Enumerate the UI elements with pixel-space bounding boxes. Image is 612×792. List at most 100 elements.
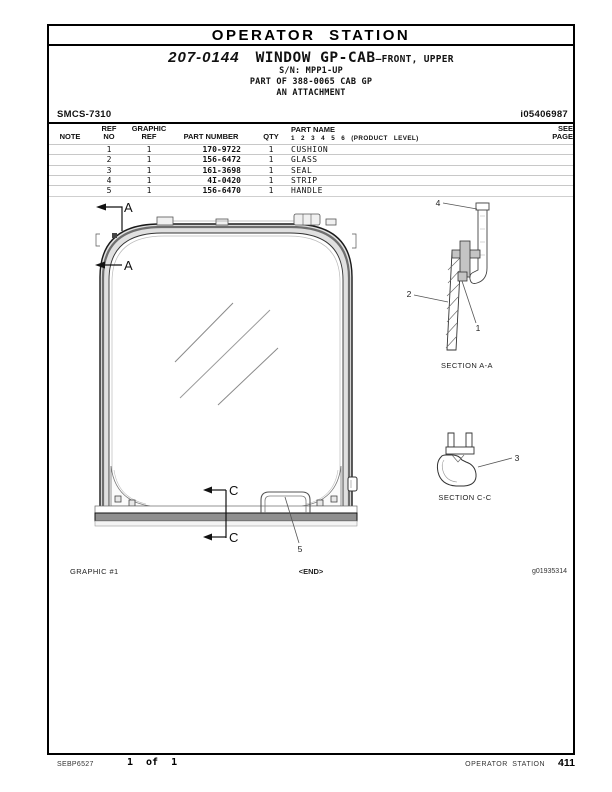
cell-see-page	[525, 164, 573, 176]
cell-part-name: CUSHION	[291, 143, 525, 155]
cell-part-name: GLASS	[291, 154, 525, 166]
section-cc-title: SECTION C-C	[438, 493, 491, 502]
cell-part-number: 161-3698	[171, 164, 251, 176]
graphic-label: GRAPHIC #1	[70, 567, 119, 576]
serial-number-line: S/N: MPP1-UP	[279, 66, 343, 76]
section-marker-a: A	[124, 200, 133, 215]
footer-section-name: OPERATOR STATION	[465, 761, 546, 768]
section-aa-view: 4 2 1 SECTION A-A	[407, 198, 493, 370]
leader-line	[413, 294, 449, 303]
section-marker-a: A	[124, 258, 133, 273]
cell-see-page	[525, 185, 573, 197]
header-part-name: PART NAME 1 2 3 4 5 6 (PRODUCT LEVEL)	[291, 125, 525, 144]
arrow-left-icon	[96, 203, 106, 211]
section-cut-a: A A	[95, 200, 133, 273]
section-cc-view: 3 SECTION C-C	[436, 432, 520, 502]
part-group-name: WINDOW GP-CAB	[255, 50, 376, 66]
callout-handle: 5	[298, 544, 303, 554]
group-number: 207-0144	[168, 49, 240, 66]
cell-ref-no: 1	[91, 143, 127, 155]
table-row: 3 1 161-3698 1 SEAL	[49, 164, 573, 176]
top-tab	[156, 216, 174, 226]
cell-part-name: SEAL	[291, 164, 525, 176]
cell-qty: 1	[251, 185, 291, 197]
footer-page-number: 411	[558, 757, 575, 769]
arrow-left-icon	[95, 261, 105, 269]
strip-cross-section	[469, 202, 488, 284]
cell-qty: 1	[251, 154, 291, 166]
cell-part-name: STRIP	[291, 174, 525, 186]
side-latch	[347, 476, 358, 492]
leader-line	[442, 202, 478, 210]
cell-qty: 1	[251, 174, 291, 186]
cell-qty: 1	[251, 143, 291, 155]
footer-right: OPERATOR STATION 411	[465, 757, 575, 769]
page-indicator: 1 of 1	[127, 757, 178, 768]
top-tab	[215, 218, 229, 226]
graphic-id: g01935314	[531, 568, 567, 575]
part-heading-line: 207-0144 WINDOW GP-CAB —FRONT, UPPER	[49, 49, 573, 66]
table-row: 4 1 4I-0420 1 STRIP	[49, 174, 573, 186]
end-marker: <END>	[298, 567, 324, 576]
cell-graphic-ref: 1	[127, 164, 171, 176]
smcs-code: SMCS-7310	[57, 109, 112, 120]
callout-strip: 4	[436, 198, 441, 208]
callout-glass: 2	[407, 289, 412, 299]
section-marker-c: C	[229, 530, 238, 545]
part-qualifier: —FRONT, UPPER	[375, 54, 454, 65]
header-part-number: PART NUMBER	[183, 132, 239, 142]
arrow-left-icon	[203, 486, 212, 494]
cell-note	[49, 154, 91, 166]
cell-part-number: 156-6472	[171, 154, 251, 166]
leader-line	[284, 496, 300, 544]
attachment-line: AN ATTACHMENT	[276, 87, 346, 98]
table-row: 1 1 170-9722 1 CUSHION	[49, 143, 573, 155]
table-row: 2 1 156-6472 1 GLASS	[49, 154, 573, 166]
header-qty: QTY	[263, 132, 279, 142]
glass-reflections	[174, 302, 279, 406]
cell-ref-no: 2	[91, 154, 127, 166]
section-marker-c: C	[229, 483, 238, 498]
cell-qty: 1	[251, 164, 291, 176]
callout-cushion: 1	[476, 323, 481, 333]
product-level-scale: 1 2 3 4 5 6 (PRODUCT LEVEL)	[291, 134, 419, 142]
window-handle	[260, 491, 311, 513]
cell-part-number: 170-9722	[171, 143, 251, 155]
cell-ref-no: 5	[91, 185, 127, 197]
cell-ref-no: 4	[91, 174, 127, 186]
info-id: i05406987	[520, 109, 568, 120]
section-cut-c: C C	[203, 483, 238, 545]
header-note: NOTE	[59, 132, 81, 142]
cell-part-name: HANDLE	[291, 185, 525, 197]
cell-note	[49, 164, 91, 176]
callout-seal: 3	[515, 453, 520, 463]
cell-see-page	[525, 174, 573, 186]
section-aa-title: SECTION A-A	[441, 361, 493, 370]
cell-see-page	[525, 143, 573, 155]
smcs-row: SMCS-7310 i05406987	[57, 109, 568, 120]
part-of-line: PART OF 388-0065 CAB GP	[249, 76, 373, 87]
header-rule	[49, 122, 573, 124]
cell-graphic-ref: 1	[127, 143, 171, 155]
page-header: OPERATOR STATION	[49, 26, 573, 46]
cell-graphic-ref: 1	[127, 154, 171, 166]
document-border	[47, 24, 575, 755]
seal-cross-section	[436, 454, 477, 487]
top-tab	[325, 218, 337, 226]
top-latch	[293, 213, 321, 226]
leader-line	[461, 280, 477, 324]
leader-line	[477, 457, 513, 468]
cell-part-number: 156-6470	[171, 185, 251, 197]
cell-note	[49, 185, 91, 197]
arrow-left-icon	[203, 533, 212, 541]
form-number: SEBP6527	[57, 761, 94, 768]
cell-part-number: 4I-0420	[171, 174, 251, 186]
cell-see-page	[525, 154, 573, 166]
